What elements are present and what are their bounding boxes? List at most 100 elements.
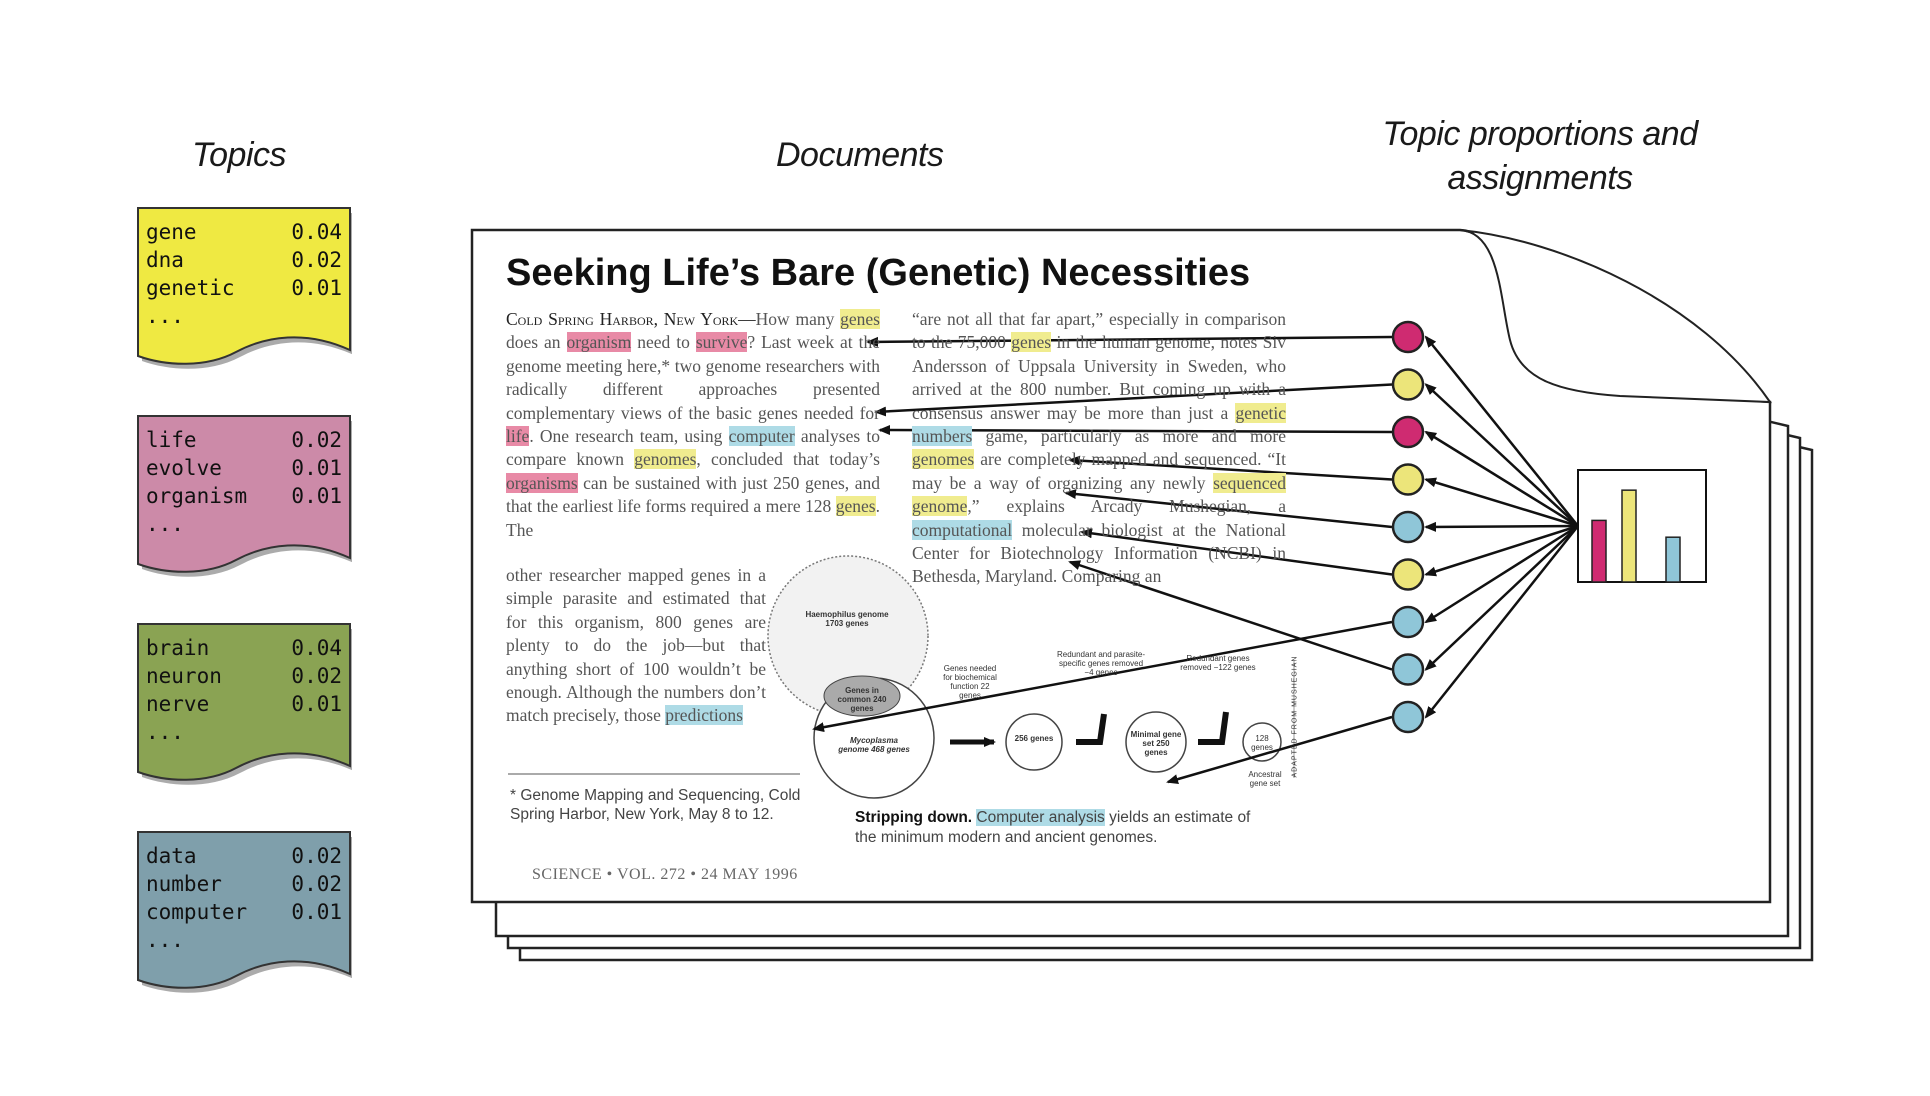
histogram-bar-blue	[1665, 536, 1681, 583]
text-run: other researcher mapped genes in a simpl…	[506, 565, 766, 726]
dot-to-word-arrow	[874, 383, 1393, 417]
figure-caption: Stripping down. Computer analysis yields…	[855, 808, 1275, 848]
figure-note-ancestral: Ancestral gene set	[1248, 770, 1282, 788]
column-1b-text: other researcher mapped genes in a simpl…	[506, 565, 766, 726]
topic-prob: 0.01	[291, 484, 342, 508]
topic-word: organism	[146, 484, 248, 508]
topic-word: ...	[146, 304, 184, 328]
article-column-2: “are not all that far apart,” especially…	[912, 308, 1286, 589]
topic-row: ...	[146, 302, 342, 330]
topic-word: data	[146, 844, 197, 868]
histogram-to-dot-arrow	[1424, 521, 1579, 532]
documents-heading: Documents	[776, 136, 944, 174]
text-run: . The	[506, 496, 880, 540]
histogram-to-dot-arrow	[1424, 383, 1579, 527]
text-run: analyses to compare known	[506, 426, 880, 470]
figure-note-2: Redundant and parasite-specific genes re…	[1056, 650, 1146, 677]
topic-word: genetic	[146, 276, 235, 300]
topic-row: organism 0.01	[146, 482, 342, 510]
figure-arrow-3	[1198, 711, 1229, 745]
dot-to-word-arrow	[1068, 560, 1393, 671]
text-run: “are not all that far apart,” especially…	[912, 309, 1286, 353]
text-run: How many	[755, 309, 841, 329]
highlighted-word: numbers	[912, 426, 973, 447]
proportions-heading: Topic proportions and assignments	[1330, 112, 1750, 200]
topic-prob: 0.02	[291, 428, 342, 452]
document-title: Seeking Life’s Bare (Genetic) Necessitie…	[506, 252, 1251, 294]
topic-dot-blue	[1391, 605, 1425, 639]
histogram-to-dot-arrow	[1424, 335, 1579, 527]
text-run: can be sustained with just 250 genes, an…	[506, 472, 880, 517]
topic-row: ...	[146, 510, 342, 538]
topic-prob: 0.02	[291, 248, 342, 272]
article-column-1-continued: other researcher mapped genes in a simpl…	[506, 564, 766, 728]
topic-prob: 0.04	[291, 636, 342, 660]
highlighted-word: genetic	[1235, 402, 1286, 423]
highlighted-word: sequenced	[1213, 472, 1286, 493]
article-column-1: Cold Spring Harbor, New York—How many ge…	[506, 308, 880, 542]
dot-to-word-arrow	[812, 620, 1393, 733]
topic-word: brain	[146, 636, 210, 660]
topic-word: life	[146, 428, 197, 452]
histogram-to-dot-arrow	[1424, 477, 1579, 528]
topic-row: evolve 0.01	[146, 454, 342, 482]
text-run: molecular biologist at the National Cent…	[912, 519, 1286, 587]
text-run: need to	[631, 332, 696, 353]
topic-word: ...	[146, 720, 184, 744]
topic-prob: 0.02	[291, 844, 342, 868]
page-curl	[1459, 229, 1772, 404]
topic-word: ...	[146, 928, 184, 952]
topic-row: life 0.02	[146, 426, 342, 454]
topic-dot-pink	[1391, 415, 1425, 449]
highlighted-word: predictions	[665, 705, 743, 726]
histogram-to-dot-arrow	[1424, 430, 1579, 528]
figure-minimal-circle	[1125, 711, 1187, 773]
topic-word: evolve	[146, 456, 222, 480]
column-2-text: “are not all that far apart,” especially…	[912, 309, 1286, 586]
topic-prob: 0.01	[291, 456, 342, 480]
topic-row: dna 0.02	[146, 246, 342, 274]
text-run: . One research team, using	[529, 426, 729, 447]
highlighted-word: computational	[912, 519, 1013, 540]
proportions-heading-line2: assignments	[1447, 159, 1633, 197]
topic-prob: 0.02	[291, 664, 342, 688]
dot-to-word-arrow	[1080, 528, 1393, 576]
topic-word: computer	[146, 900, 248, 924]
histogram-bar-pink	[1591, 519, 1607, 583]
dot-to-word-arrow	[1068, 455, 1393, 481]
text-run: are completely mapped and sequenced. “It…	[912, 449, 1286, 493]
figure-label-mycoplasma: Mycoplasma genome 468 genes	[838, 736, 910, 754]
topic-row: ...	[146, 926, 342, 954]
highlighted-word: genomes	[634, 449, 697, 470]
footnote: * Genome Mapping and Sequencing, Cold Sp…	[510, 787, 801, 823]
dot-to-word-arrow	[866, 335, 1393, 347]
journal-footer: SCIENCE • VOL. 272 • 24 MAY 1996	[532, 866, 798, 883]
topic-prob: 0.02	[291, 872, 342, 896]
figure-label-minimal: Minimal gene set 250 genes	[1130, 730, 1182, 757]
topic-word-list: life 0.02 evolve 0.01 organism 0.01 ...	[146, 426, 342, 538]
topic-word: dna	[146, 248, 184, 272]
topic-prob: 0.01	[291, 692, 342, 716]
topic-row: number 0.02	[146, 870, 342, 898]
highlighted-word: organisms	[506, 472, 578, 493]
figure-256-circle	[1005, 713, 1063, 771]
histogram-bars	[1591, 489, 1681, 583]
figure-label-common: Genes in common 240 genes	[837, 686, 887, 713]
topic-word: ...	[146, 512, 184, 536]
topic-assignment-dots	[1391, 320, 1425, 734]
highlighted-word: genes	[835, 496, 876, 517]
topic-dot-blue	[1391, 700, 1425, 734]
topic-row: neuron 0.02	[146, 662, 342, 690]
proportions-heading-line1: Topic proportions and	[1382, 115, 1698, 153]
dot-to-word-arrow	[1166, 715, 1393, 785]
topic-word: neuron	[146, 664, 222, 688]
highlighted-word: genes	[840, 309, 880, 329]
histogram-to-dot-arrow	[1424, 524, 1579, 577]
topic-word: number	[146, 872, 222, 896]
text-run: does an	[506, 332, 567, 353]
figure-arrow-2	[1076, 713, 1107, 745]
topic-card-background	[137, 207, 352, 369]
